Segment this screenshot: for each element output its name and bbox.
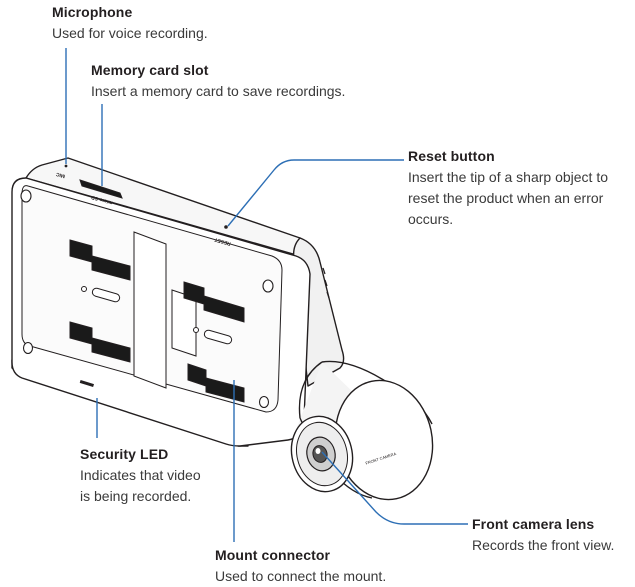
reset-pinhole [224,225,228,229]
mount-connector-description: Used to connect the mount. [215,568,387,584]
callout-microphone: Microphone Used for voice recording. [52,2,208,44]
leader-lines [65,48,468,542]
front-camera-lens-description: Records the front view. [472,537,615,553]
reset-button-title: Reset button [408,148,495,164]
microphone-description: Used for voice recording. [52,25,208,41]
reset-button-leader-line [227,159,404,227]
microphone-title: Microphone [52,4,133,20]
device-label-reset: RESET [214,236,232,246]
security-led-title: Security LED [80,446,169,462]
callout-memory-card-slot: Memory card slot Insert a memory card to… [91,60,345,102]
memory-card-slot-description: Insert a memory card to save recordings. [91,83,346,99]
mount-bracket-pattern [133,231,197,389]
callout-reset-button: Reset button Insert the tip of a sharp o… [408,146,608,230]
callout-mount-connector: Mount connector Used to connect the moun… [215,545,386,587]
mount-connector-title: Mount connector [215,547,331,563]
memory-card-slot-graphic [79,179,123,199]
side-grip [322,267,330,299]
device-label-micro-sd: micro SD [90,194,113,206]
microphone-hole [64,164,68,168]
front-camera-lens-title: Front camera lens [472,516,595,532]
front-camera-lens-graphic [290,415,354,493]
callout-front-camera-lens: Front camera lens Records the front view… [472,514,614,556]
screw-holes [20,189,274,409]
security-led-description: Indicates that video is being recorded. [80,467,201,504]
reset-button-description: Insert the tip of a sharp object to rese… [408,169,609,227]
mount-slot-ovals [81,286,233,345]
device-label-mic: MIC [55,171,66,179]
front-camera-lens-leader-line [321,451,468,525]
security-led-graphic [79,379,94,387]
mount-slots [69,239,245,403]
callout-security-led: Security LED Indicates that video is bei… [80,444,201,507]
memory-card-slot-title: Memory card slot [91,62,209,78]
